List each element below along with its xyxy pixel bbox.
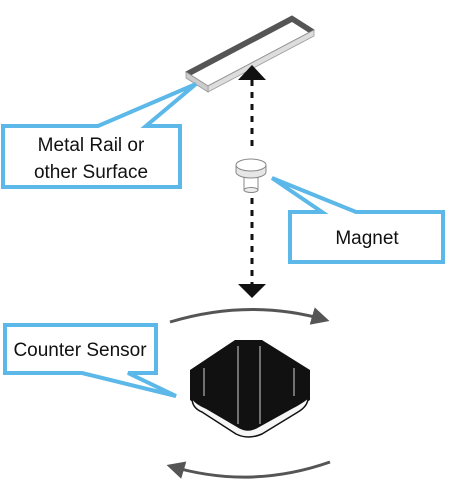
callout-rail-line1: Metal Rail or (38, 135, 145, 156)
callout-counter-sensor: Counter Sensor (3, 323, 177, 398)
counter-sensor-icon (190, 340, 310, 438)
callout-rail-line2: other Surface (34, 162, 148, 183)
callout-magnet: Magnet (270, 176, 445, 264)
callout-metal-rail: Metal Rail or other Surface (1, 82, 198, 189)
magnet-icon (235, 158, 267, 193)
rotate-arrow-icon (166, 460, 331, 479)
lower-dashed-arrow (238, 198, 266, 298)
callout-sensor-label: Counter Sensor (13, 340, 147, 361)
metal-rail-icon (185, 15, 315, 93)
upper-dashed-arrow (238, 65, 266, 152)
callout-magnet-label: Magnet (335, 228, 399, 249)
rotate-arrow-icon (169, 307, 330, 325)
